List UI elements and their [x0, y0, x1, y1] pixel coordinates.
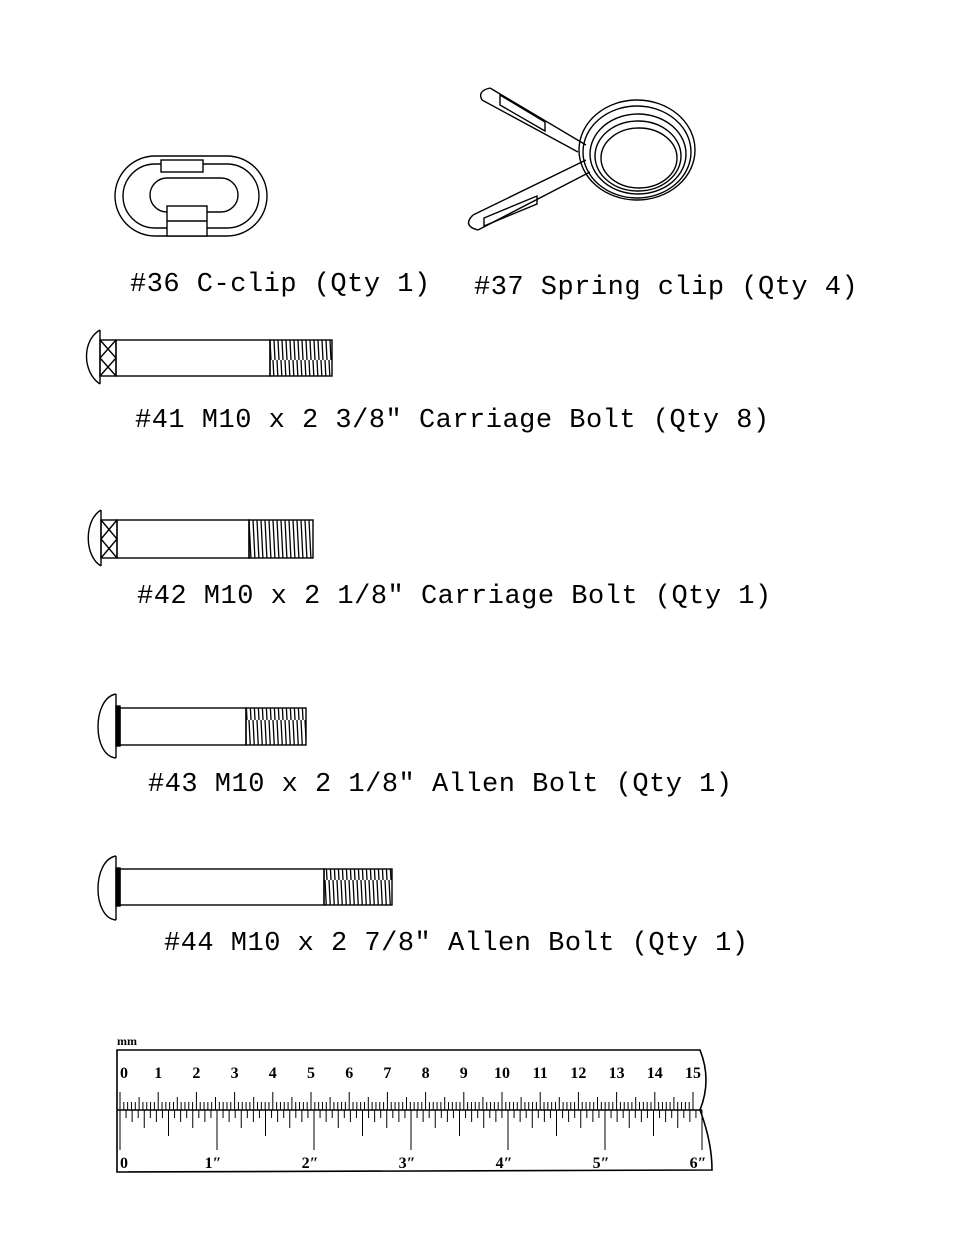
part-42-label: #42 M10 x 2 1/8″ Carriage Bolt (Qty 1): [137, 582, 772, 612]
spring-clip-drawing: [467, 87, 696, 231]
c-clip-drawing: [114, 155, 268, 237]
ruler-cm-label: 13: [609, 1065, 625, 1082]
ruler-cm-label: 7: [383, 1065, 391, 1082]
part-41-label: #41 M10 x 2 3/8″ Carriage Bolt (Qty 8): [135, 406, 770, 436]
ruler-unit-label: mm: [117, 1034, 137, 1048]
ruler-cm-label: 12: [570, 1065, 586, 1082]
ruler-inch-label: 3″: [399, 1155, 416, 1172]
ruler-cm-label: 5: [307, 1065, 315, 1082]
allen-bolt-44-drawing: [97, 855, 393, 921]
ruler-cm-label: 8: [422, 1065, 430, 1082]
carriage-bolt-41-drawing: [85, 329, 333, 385]
allen-bolt-43-drawing: [97, 693, 307, 759]
ruler-cm-label: 11: [533, 1065, 548, 1082]
carriage-bolt-42-drawing: [87, 509, 314, 567]
ruler-cm-label: 6: [345, 1065, 353, 1082]
ruler-inch-label: 6″: [690, 1155, 707, 1172]
part-36-label: #36 C-clip (Qty 1): [130, 270, 431, 300]
ruler-cm-label: 9: [460, 1065, 468, 1082]
ruler-cm-label: 3: [231, 1065, 239, 1082]
ruler-inch-label: 0: [120, 1155, 128, 1172]
part-37-label: #37 Spring clip (Qty 4): [474, 273, 859, 303]
ruler-cm-label: 14: [647, 1065, 663, 1082]
part-44-label: #44 M10 x 2 7/8″ Allen Bolt (Qty 1): [164, 929, 749, 959]
ruler-inch-label: 1″: [205, 1155, 222, 1172]
ruler-cm-label: 4: [269, 1065, 277, 1082]
ruler-inch-label: 2″: [302, 1155, 319, 1172]
ruler-cm-label: 1: [154, 1065, 162, 1082]
ruler-inch-label: 4″: [496, 1155, 513, 1172]
ruler-cm-label: 15: [685, 1065, 701, 1082]
ruler-cm-label: 2: [192, 1065, 200, 1082]
ruler-cm-label: 10: [494, 1065, 510, 1082]
part-43-label: #43 M10 x 2 1/8″ Allen Bolt (Qty 1): [148, 770, 733, 800]
ruler-inch-label: 5″: [593, 1155, 610, 1172]
ruler-cm-label: 0: [120, 1065, 128, 1082]
